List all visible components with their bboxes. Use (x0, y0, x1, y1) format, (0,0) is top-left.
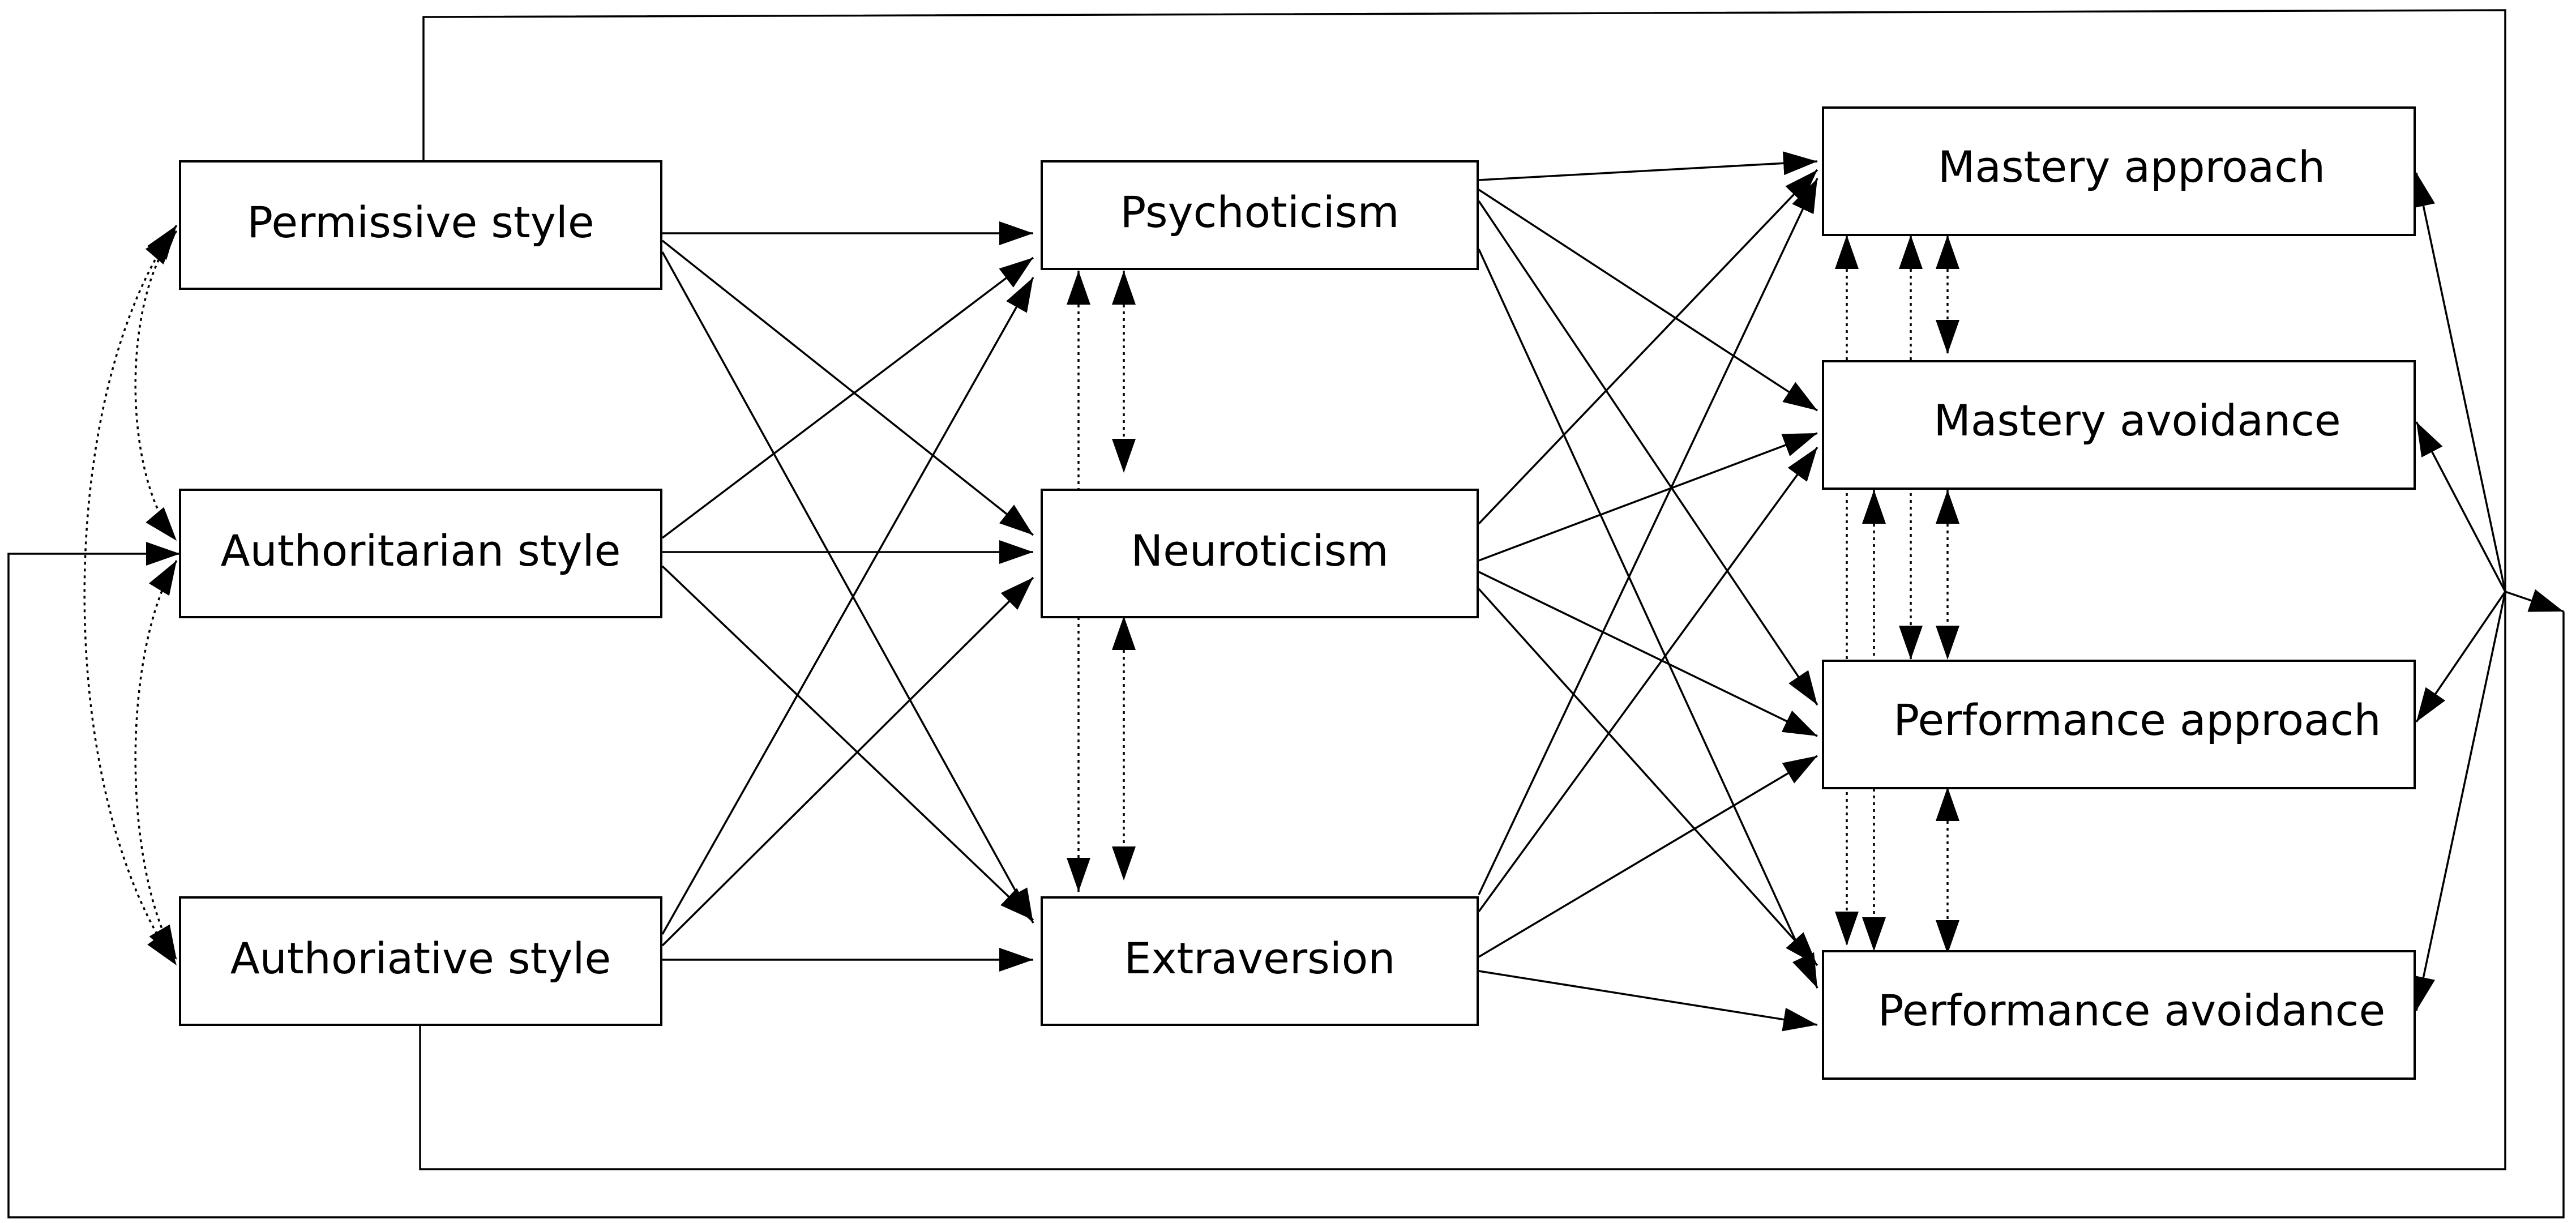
edge-outer-loop-to-authoritarian (7, 542, 2565, 1218)
edge-extraversion-performance-approach (1478, 755, 1818, 958)
nodes: Permissive style Authoritarian style Aut… (179, 106, 2416, 1080)
node-performance-avoidance: Performance avoidance (1822, 950, 2416, 1080)
edge-neuroticism-mastery-approach (1478, 169, 1818, 525)
edge-psychoticism-performance-approach (1478, 200, 1818, 705)
node-performance-approach: Performance approach (1822, 660, 2416, 789)
edge-psychoticism-mastery-avoidance (1478, 189, 1818, 412)
edge-permissive-extraversion (661, 251, 1034, 923)
node-label: Performance approach (1893, 695, 2381, 745)
edge-permissive-neuroticism (661, 240, 1034, 536)
edge-neuroticism-performance-approach (1478, 571, 1818, 737)
node-authoriative-style: Authoriative style (179, 896, 662, 1026)
node-label: Authoritarian style (221, 525, 621, 576)
edge-authoritarian-psychoticism (661, 256, 1034, 539)
edge-junction-to-mastery-avoidance (2415, 421, 2506, 592)
node-mastery-avoidance: Mastery avoidance (1822, 360, 2416, 490)
edge-authoriative-psychoticism (661, 277, 1034, 935)
node-label: Permissive style (247, 197, 594, 247)
node-permissive-style: Permissive style (179, 160, 662, 290)
node-label: Mastery avoidance (1933, 395, 2340, 446)
edge-junction-to-performance-avoidance (2411, 591, 2506, 1011)
edge-authoriative-outer-bus (419, 592, 2506, 1170)
node-label: Psychoticism (1120, 187, 1400, 237)
node-extraversion: Extraversion (1041, 896, 1479, 1026)
node-label: Mastery approach (1938, 142, 2325, 192)
cov-permissive-authoriative (83, 224, 178, 967)
node-neuroticism: Neuroticism (1041, 489, 1479, 618)
edge-extraversion-mastery-avoidance (1478, 446, 1818, 913)
edge-psychoticism-mastery-approach (1478, 151, 1818, 181)
edge-extraversion-performance-avoidance (1478, 970, 1818, 1032)
node-authoritarian-style: Authoritarian style (179, 489, 662, 618)
edge-authoriative-neuroticism (661, 576, 1034, 947)
node-label: Extraversion (1124, 933, 1396, 983)
cov-permissive-authoritarian (134, 230, 178, 542)
node-label: Performance avoidance (1878, 985, 2385, 1036)
edge-authoritarian-extraversion (661, 565, 1034, 921)
edge-psychoticism-performance-avoidance (1478, 249, 1818, 989)
cov-authoritarian-authoriative (134, 560, 178, 960)
edge-permissive-outer-bus (422, 9, 2506, 592)
node-mastery-approach: Mastery approach (1822, 106, 2416, 236)
edge-junction-to-mastery-approach (2411, 172, 2506, 592)
edge-neuroticism-mastery-avoidance (1478, 432, 1818, 562)
edge-junction-to-outer-loop (2505, 589, 2564, 613)
edge-neuroticism-performance-avoidance (1478, 588, 1818, 967)
node-label: Authoriative style (230, 933, 611, 983)
edge-extraversion-mastery-approach (1478, 178, 1818, 895)
edges (7, 9, 2565, 1218)
node-label: Neuroticism (1131, 525, 1388, 576)
node-psychoticism: Psychoticism (1041, 160, 1479, 270)
edge-junction-to-performance-approach (2415, 591, 2506, 722)
